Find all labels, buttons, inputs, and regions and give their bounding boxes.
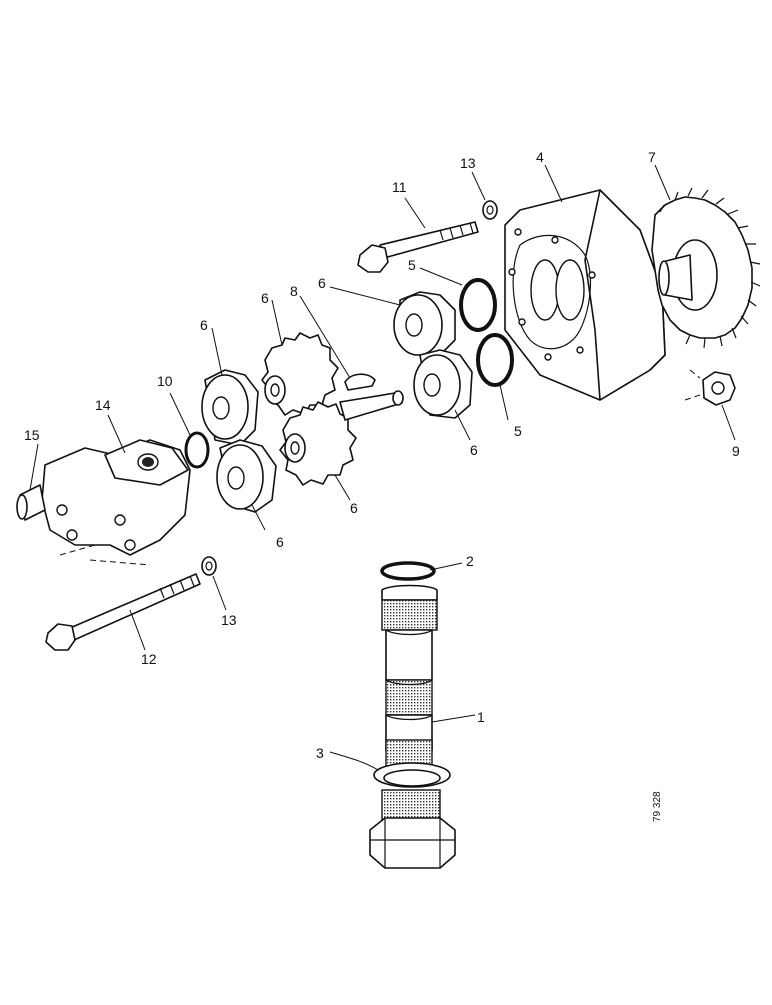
label-3: 3: [316, 745, 324, 761]
label-6-upper-gear: 6: [261, 290, 269, 306]
circlip: [380, 561, 436, 581]
label-13-upper: 13: [460, 155, 476, 171]
label-8: 8: [290, 283, 298, 299]
label-10: 10: [157, 373, 173, 389]
bush-upper-left: [201, 369, 259, 446]
label-6-lower-left: 6: [276, 534, 284, 550]
bolt-lower: [45, 573, 201, 651]
o-ring-lower: [476, 333, 514, 387]
label-5-lower: 5: [514, 423, 522, 439]
spindle: [381, 584, 438, 781]
gear-lower: [279, 390, 404, 486]
label-12: 12: [141, 651, 157, 667]
washer-upper: [482, 200, 498, 220]
label-6-upper-right: 6: [318, 275, 326, 291]
label-6-lower-right: 6: [470, 442, 478, 458]
label-13-lower: 13: [221, 612, 237, 628]
spindle-base-hex: [369, 789, 456, 869]
bolt-upper: [357, 221, 479, 273]
bush-upper-right: [393, 291, 456, 356]
o-ring-small: [184, 431, 210, 469]
drive-gear: [651, 187, 761, 349]
label-4: 4: [536, 149, 544, 165]
nut: [684, 369, 736, 406]
label-9: 9: [732, 443, 740, 459]
gear-upper: [261, 332, 339, 416]
woodruff-key: [344, 373, 376, 391]
leader-lines: [29, 164, 736, 771]
o-ring-upper: [459, 278, 497, 332]
label-6-upper-left: 6: [200, 317, 208, 333]
label-6-lower-gear: 6: [350, 500, 358, 516]
label-7: 7: [648, 149, 656, 165]
label-15: 15: [24, 427, 40, 443]
bush-lower-right: [413, 349, 473, 419]
collar-washer: [373, 762, 451, 788]
washer-lower: [201, 556, 217, 576]
label-11: 11: [392, 179, 407, 195]
label-5-upper: 5: [408, 257, 416, 273]
pump-housing: [504, 189, 666, 401]
label-2: 2: [466, 553, 474, 569]
plug: [16, 484, 46, 521]
label-1: 1: [477, 709, 485, 725]
label-14: 14: [95, 397, 111, 413]
bush-lower-left: [216, 439, 277, 513]
adaptor-body: [41, 439, 191, 566]
figure-reference: 79 328: [652, 791, 663, 822]
